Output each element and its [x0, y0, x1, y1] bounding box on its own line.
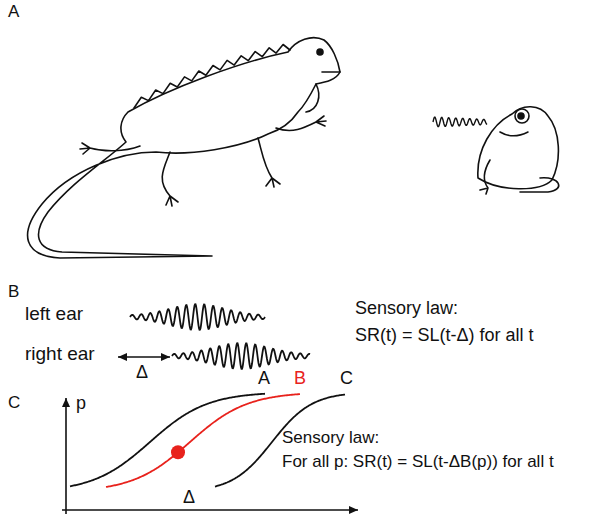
sound-wave	[433, 117, 487, 126]
frog-leg	[480, 160, 490, 194]
ear-label: right ear	[25, 343, 95, 366]
law-heading: Sensory law:	[282, 428, 379, 448]
iguana-mouth	[322, 71, 340, 73]
frog-body	[478, 107, 559, 189]
x-axis	[62, 509, 358, 511]
panel-letter: C	[8, 393, 20, 413]
right-ear-signal	[172, 343, 310, 369]
iguana-leg	[258, 138, 280, 187]
curve-label: C	[340, 368, 353, 390]
frog-pupil	[518, 113, 524, 119]
iguana-crest	[134, 45, 290, 109]
curve-label: B	[294, 368, 306, 390]
panel-letter: B	[8, 282, 19, 302]
delay-arrow	[118, 356, 170, 358]
delay-label: Δ	[136, 362, 148, 384]
frog-leg	[520, 178, 559, 192]
curve-b	[106, 394, 300, 487]
axis-label: Δ	[183, 487, 195, 509]
iguana-body	[28, 38, 340, 258]
iguana-dewlap	[306, 84, 319, 112]
frog-drawing	[478, 107, 559, 194]
curve-label: A	[258, 368, 270, 390]
panel-letter: A	[8, 2, 19, 22]
iguana-leg	[276, 116, 326, 130]
axis-label: p	[76, 393, 86, 415]
frog-mouth	[500, 132, 528, 136]
operating-point	[171, 445, 185, 459]
ear-label: left ear	[25, 303, 83, 326]
left-ear-signal	[130, 304, 265, 330]
y-axis	[65, 398, 67, 514]
iguana-leg	[80, 143, 140, 154]
law-heading: Sensory law:	[355, 298, 458, 320]
sensory-law: SR(t) = SL(t-Δ) for all t	[355, 325, 534, 347]
curve-a	[70, 394, 265, 487]
iguana-eye	[317, 49, 323, 55]
frog-eye	[515, 109, 529, 123]
iguana-leg	[162, 152, 178, 206]
sensory-law: For all p: SR(t) = SL(t-ΔB(p)) for all t	[282, 452, 554, 472]
iguana-drawing	[28, 38, 340, 258]
